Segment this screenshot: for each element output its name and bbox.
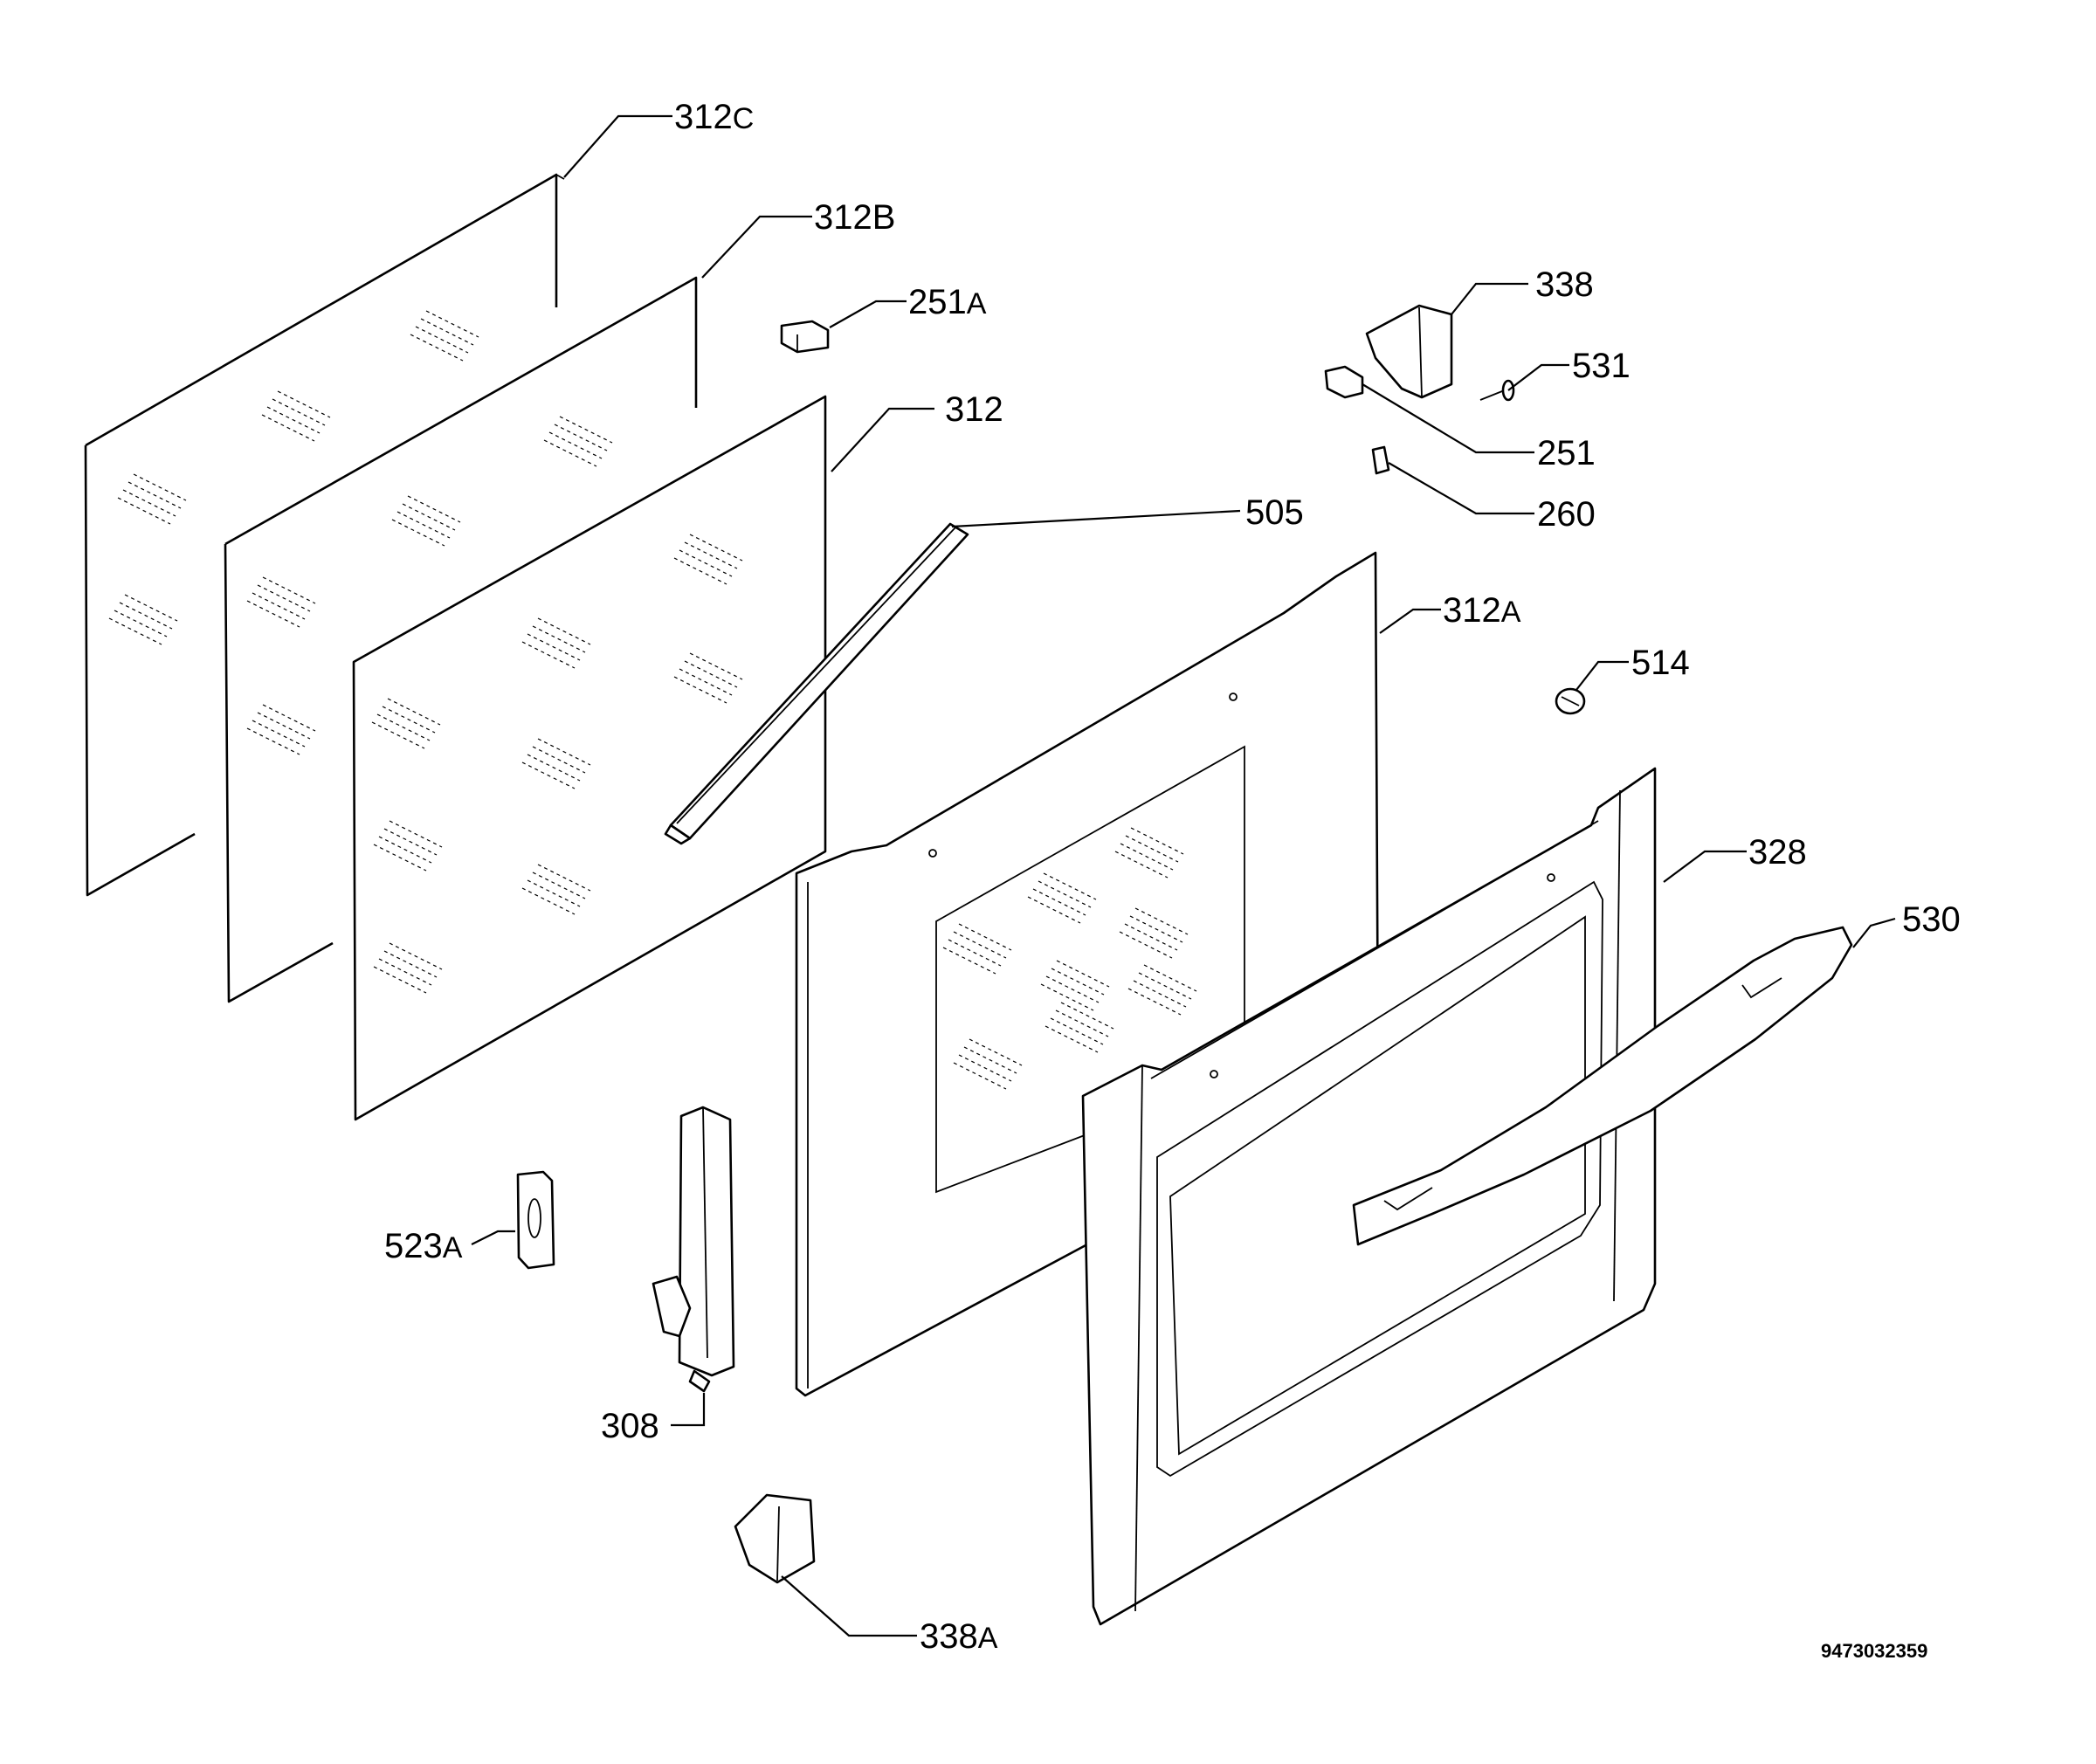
clip-251a: [780, 320, 830, 354]
glass-panel-312: [352, 395, 827, 1121]
door-hinge-308: [652, 1106, 735, 1393]
bracket-523a: [516, 1170, 555, 1270]
spacer-514: [1555, 687, 1586, 715]
door-handle-530: [1352, 926, 1853, 1246]
hinge-cover-338: [1365, 304, 1453, 399]
label-338a: 338A: [920, 1617, 998, 1656]
label-251: 251: [1537, 434, 1596, 472]
part-labels: 312C 312B 251A 312 338 531 251 260 505 3…: [384, 98, 1961, 1656]
label-260: 260: [1537, 495, 1596, 534]
leader-lines: [471, 114, 1896, 1637]
hinge-cover-338a: [734, 1493, 816, 1584]
top-profile-505: [664, 522, 969, 845]
glass-panel-312c: [84, 173, 565, 897]
label-505: 505: [1245, 493, 1304, 532]
label-312b: 312B: [814, 198, 895, 237]
clip-251: [1324, 365, 1364, 399]
label-338: 338: [1535, 265, 1594, 304]
clip-260: [1371, 445, 1390, 475]
label-312: 312: [945, 390, 1003, 429]
label-312c: 312C: [674, 98, 754, 136]
glass-panel-312b: [224, 276, 698, 1003]
label-514: 514: [1631, 644, 1690, 682]
label-328: 328: [1748, 833, 1807, 872]
label-312a: 312A: [1443, 591, 1521, 630]
label-530: 530: [1902, 900, 1961, 939]
door-frame-328: [1081, 767, 1657, 1626]
label-531: 531: [1572, 347, 1631, 385]
label-523a: 523A: [384, 1227, 463, 1265]
label-308: 308: [601, 1407, 659, 1445]
document-number: 9473032359: [1821, 1640, 1927, 1662]
label-251a: 251A: [908, 283, 987, 321]
